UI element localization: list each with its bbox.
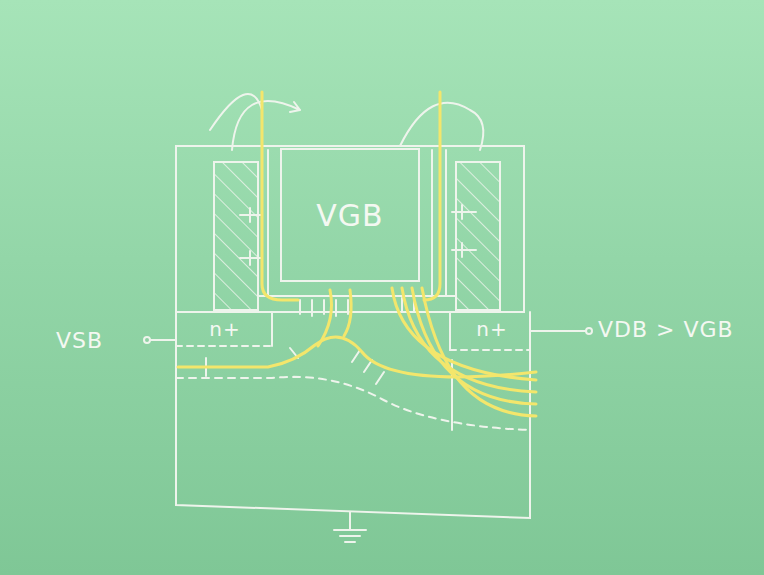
liner [445,150,447,296]
liner [431,150,433,296]
spacer-left [214,162,258,310]
depletion-edge [176,377,530,430]
terminal [144,337,150,343]
junction-line [449,312,451,350]
junction-line [450,349,530,351]
doping-label: n+ [209,317,240,341]
n-plus-region: n+ [190,314,260,344]
liner [267,150,269,296]
doping-label: n+ [476,317,507,341]
field-arc [400,103,483,150]
drain-wire [530,330,586,332]
ground-symbol [334,512,366,542]
terminal [586,328,592,334]
gate-box: VGB [280,148,420,282]
spacer-right [456,162,500,310]
charge-mark [206,348,452,430]
field-arc [210,94,262,130]
gate-stack-outline [176,146,524,312]
terminal-voltage: VSB [56,328,103,353]
junction-line [176,345,272,347]
terminal-voltage: VDB > VGB [598,317,734,342]
field-arc [232,101,300,150]
field-lines [178,92,536,416]
gate-oxide [258,295,456,297]
junction-line [271,312,273,346]
source-wire [150,339,176,341]
gate-voltage: VGB [316,198,383,233]
n-plus-region: n+ [462,314,522,344]
